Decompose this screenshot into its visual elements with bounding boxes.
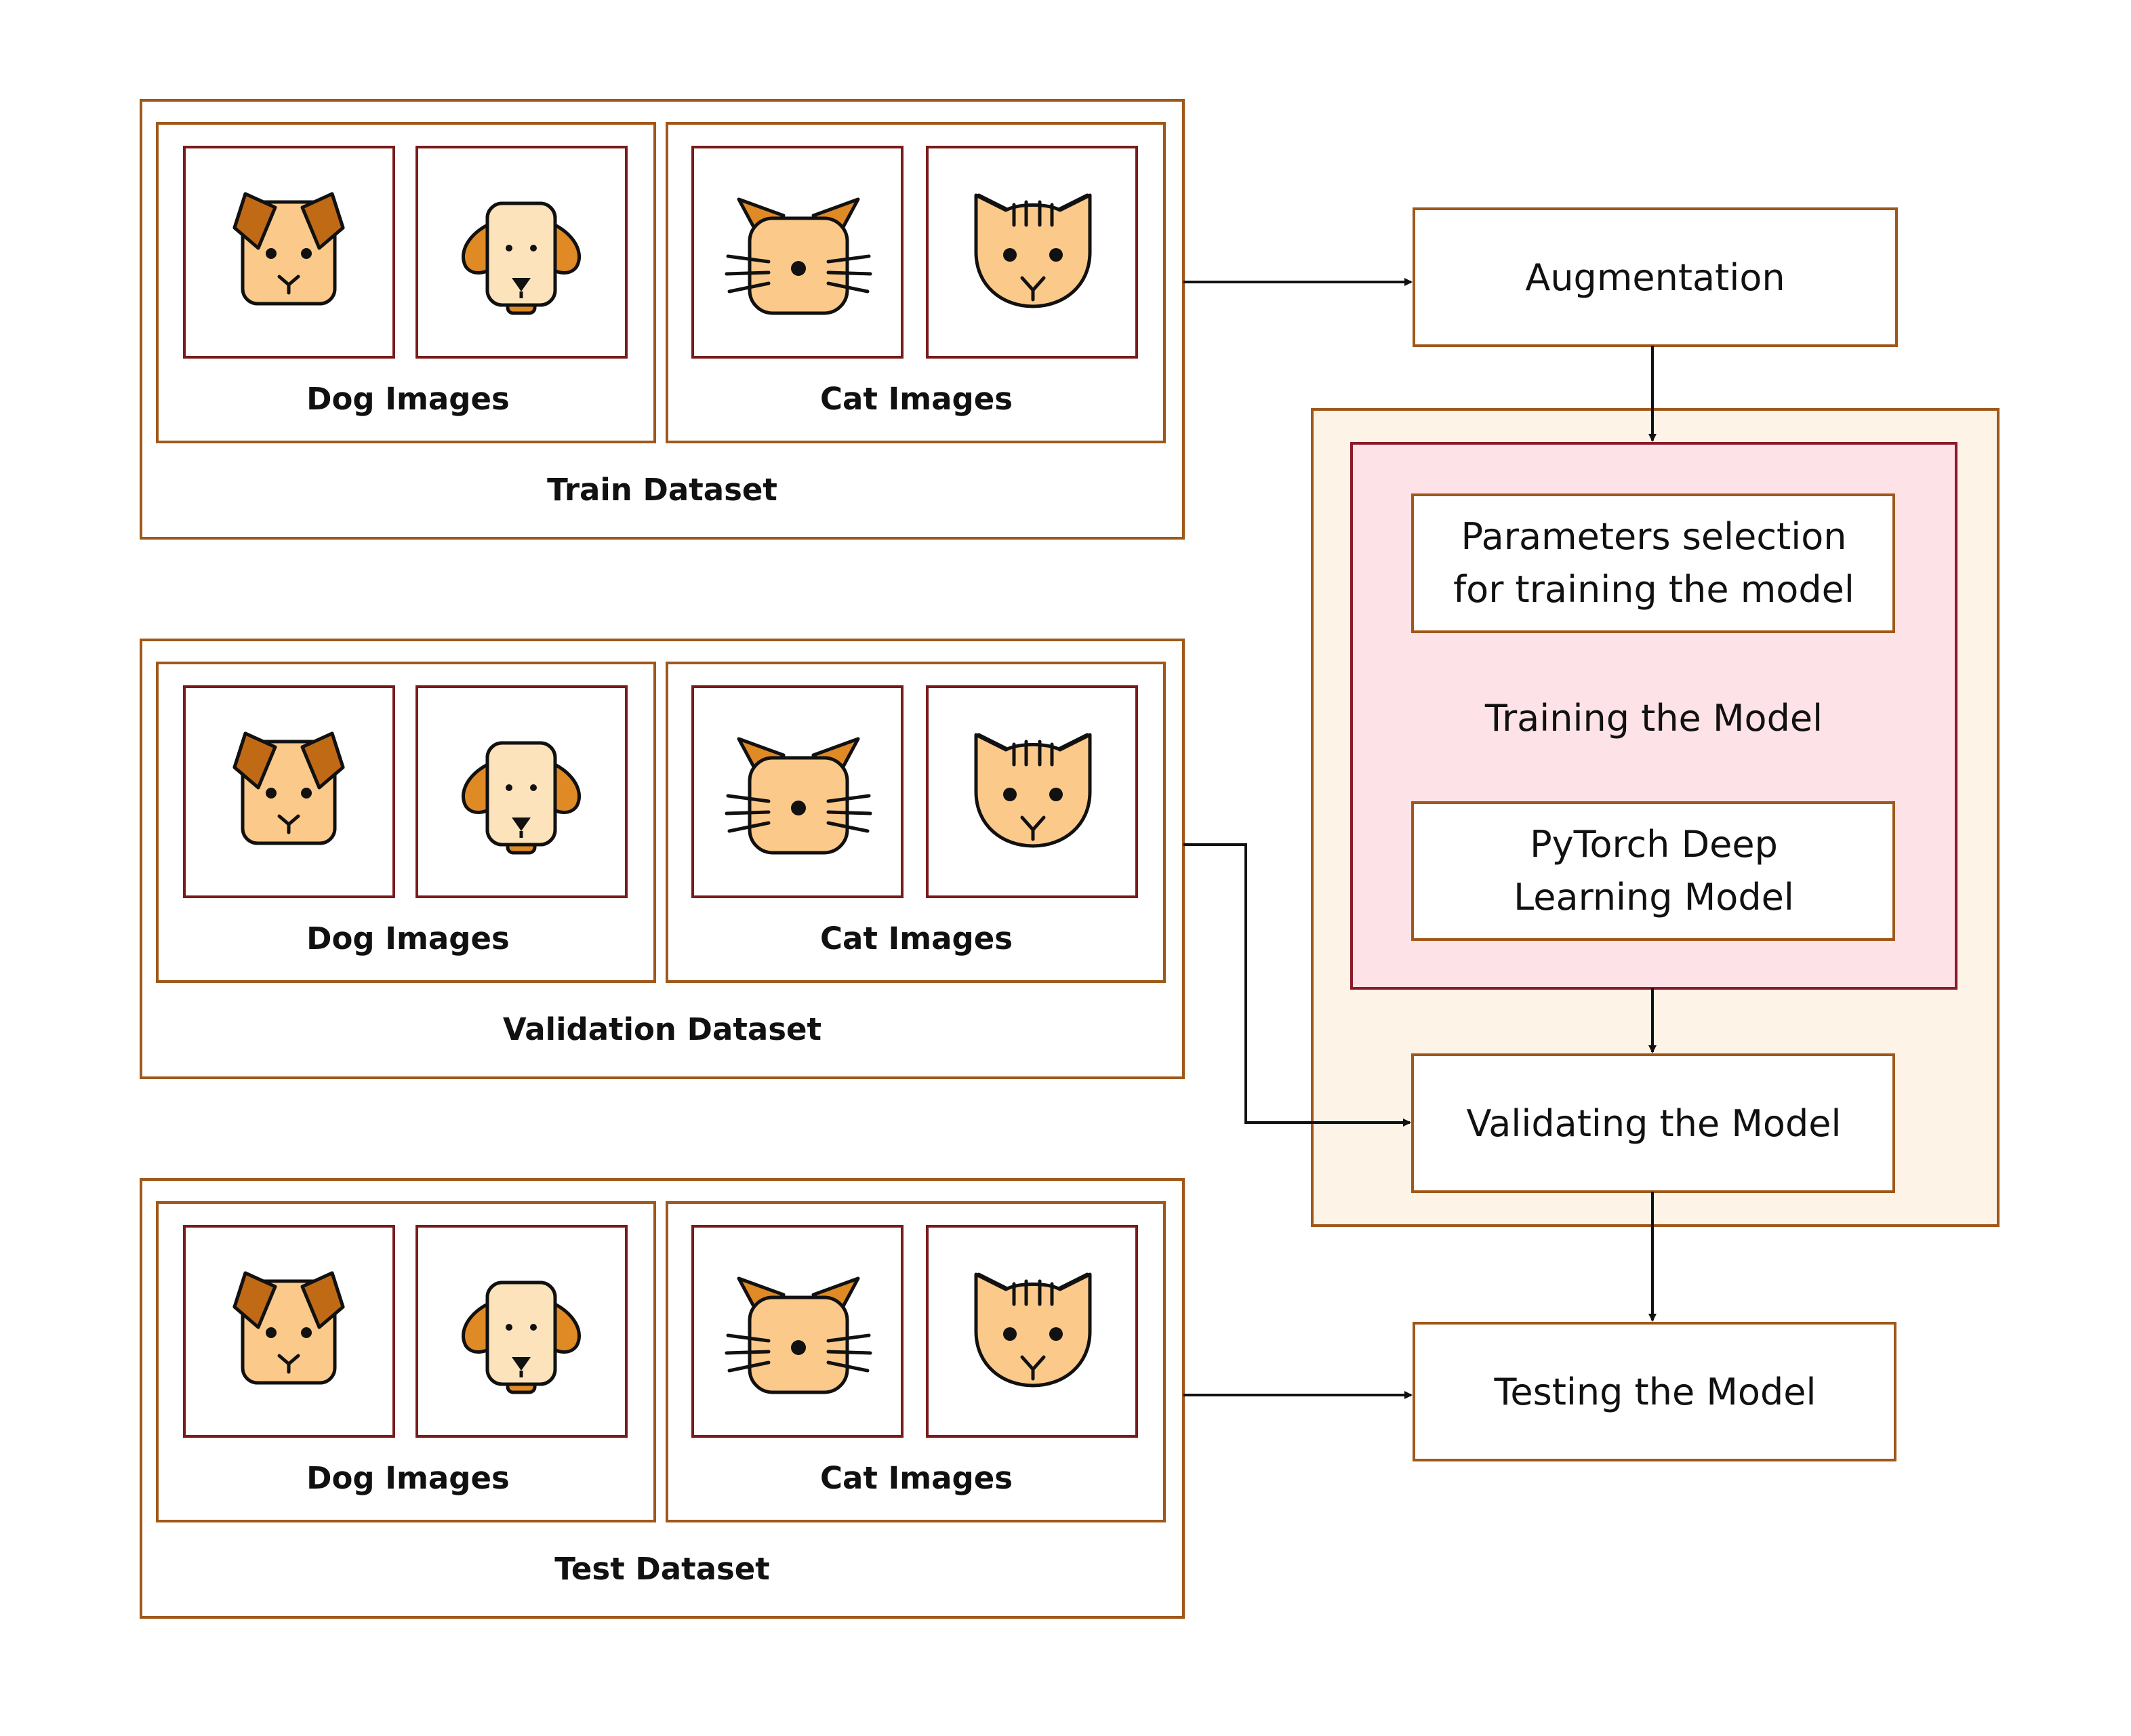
dog-face-icon [235,194,343,304]
validating-label: Validating the Model [1467,1102,1842,1145]
dog-face-icon [235,733,343,843]
connector-arrows [1183,278,1657,1399]
parameters-label-line2: for training the model [1453,568,1854,611]
dog-images-label: Dog Images [306,921,510,956]
parameters-selection-box [1411,493,1895,633]
model-label-line2: Learning Model [1514,876,1794,919]
dog-face-icon [235,1273,343,1383]
cat-images-label: Cat Images [820,381,1013,417]
dataset-title: Test Dataset [554,1551,770,1587]
tabby-cat-icon [976,735,1090,846]
tabby-cat-icon [976,195,1090,306]
tabby-cat-icon [976,1274,1090,1386]
dataset-title: Validation Dataset [503,1011,821,1047]
dataset-title: Train Dataset [547,472,777,508]
testing-box [1413,1322,1896,1461]
test-dataset: Dog Images Cat Images Test Dataset [140,1178,1185,1619]
validation-dataset: Dog Images Cat Images Validation Dataset [140,639,1185,1079]
cat-images-label: Cat Images [820,1460,1013,1496]
training-label: Training the Model [1484,697,1823,740]
dog-images-label: Dog Images [306,1460,510,1496]
augmentation-box [1413,207,1898,347]
dog-images-label: Dog Images [306,381,510,417]
testing-label: Testing the Model [1494,1371,1817,1413]
cat-images-label: Cat Images [820,921,1013,956]
validation-to-validating-arrow [1183,843,1411,1127]
model-label-line1: PyTorch Deep [1530,823,1778,866]
validating-box [1411,1053,1895,1193]
pytorch-model-box [1411,801,1895,941]
augmentation-label: Augmentation [1525,256,1785,299]
parameters-label-line1: Parameters selection [1461,515,1847,558]
train-dataset: Dog Images Cat Images Train Dataset [140,99,1185,540]
